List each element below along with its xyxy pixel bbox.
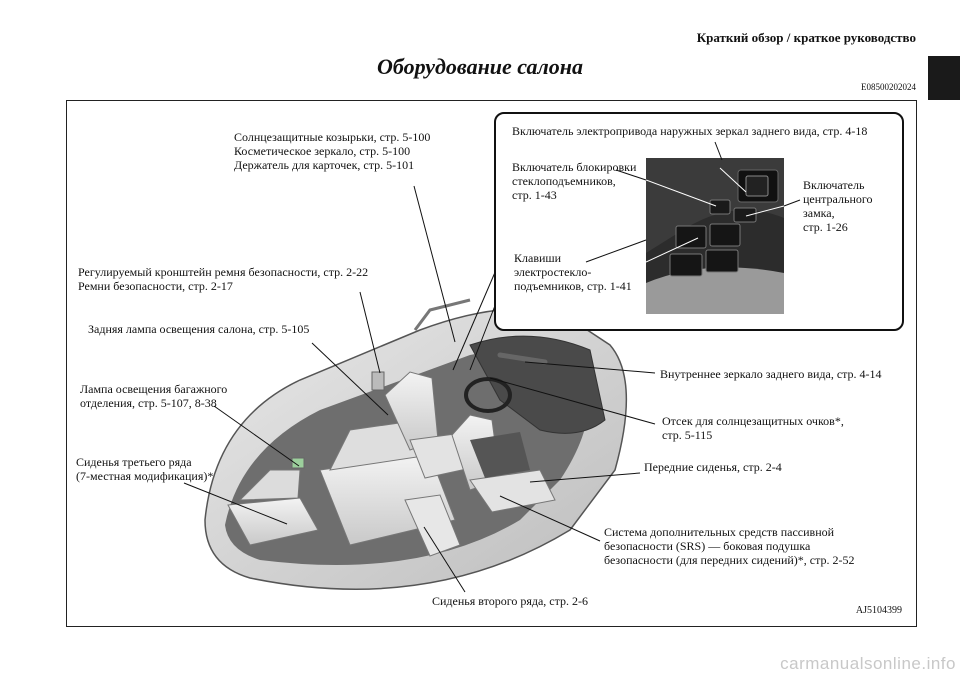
line: Лампа освещения багажного bbox=[80, 382, 228, 396]
line: Держатель для карточек, стр. 5-101 bbox=[234, 158, 415, 172]
label-inner-mirror: Внутреннее зеркало заднего вида, стр. 4-… bbox=[660, 367, 882, 381]
label-mirror-switch: Включатель электропривода наружных зерка… bbox=[512, 124, 868, 138]
label-window-keys: Клавиши электростекло- подъемников, стр.… bbox=[514, 251, 632, 293]
line: стеклоподъемников, bbox=[512, 174, 616, 188]
door-switch-photo bbox=[646, 158, 784, 314]
label-sun-visors: Солнцезащитные козырьки, стр. 5-100 Косм… bbox=[234, 130, 430, 172]
page-header-section: Краткий обзор / краткое руководство bbox=[696, 30, 916, 45]
line: Клавиши bbox=[514, 251, 562, 265]
label-glasses: Отсек для солнцезащитных очков*, стр. 5-… bbox=[662, 414, 844, 442]
label-second-row: Сиденья второго ряда, стр. 2-6 bbox=[432, 594, 589, 608]
line: стр. 1-43 bbox=[512, 188, 557, 202]
line: Отсек для солнцезащитных очков*, bbox=[662, 414, 844, 428]
line: Солнцезащитные козырьки, стр. 5-100 bbox=[234, 130, 431, 144]
label-belt-anchor: Регулируемый кронштейн ремня безопасност… bbox=[78, 265, 368, 293]
line: Регулируемый кронштейн ремня безопасност… bbox=[78, 265, 369, 279]
label-central-lock: Включатель центрального замка, стр. 1-26 bbox=[803, 178, 873, 234]
watermark: carmanualsonline.info bbox=[780, 654, 956, 673]
chapter-tab bbox=[928, 56, 960, 100]
document-code: E08500202024 bbox=[861, 82, 916, 92]
label-third-row: Сиденья третьего ряда (7-местная модифик… bbox=[76, 455, 213, 483]
line: Система дополнительных средств пассивной bbox=[604, 525, 835, 539]
line: Косметическое зеркало, стр. 5-100 bbox=[234, 144, 411, 158]
label-window-lock: Включатель блокировки стеклоподъемников,… bbox=[512, 160, 636, 202]
line: Ремни безопасности, стр. 2-17 bbox=[78, 279, 233, 293]
line: отделения, стр. 5-107, 8-38 bbox=[80, 396, 217, 410]
line: Включатель блокировки bbox=[512, 160, 637, 174]
line: безопасности (для передних сидений)*, ст… bbox=[604, 553, 855, 567]
line: стр. 5-115 bbox=[662, 428, 713, 442]
figure-frame bbox=[66, 100, 917, 627]
figure-code: AJ5104399 bbox=[855, 605, 902, 616]
line: центрального bbox=[803, 192, 873, 206]
line: Сиденья третьего ряда bbox=[76, 455, 192, 469]
line: подъемников, стр. 1-41 bbox=[514, 279, 632, 293]
line: электростекло- bbox=[514, 265, 592, 279]
label-srs: Система дополнительных средств пассивной… bbox=[604, 525, 855, 567]
line: Включатель bbox=[803, 178, 865, 192]
line: замка, bbox=[803, 206, 835, 220]
label-front-seats: Передние сиденья, стр. 2-4 bbox=[644, 460, 782, 474]
page-title: Оборудование салона bbox=[377, 54, 583, 79]
line: (7-местная модификация)* bbox=[76, 469, 214, 483]
label-cargo-lamp: Лампа освещения багажного отделения, стр… bbox=[80, 382, 227, 410]
line: стр. 1-26 bbox=[803, 220, 848, 234]
line: безопасности (SRS) — боковая подушка bbox=[604, 539, 811, 553]
label-rear-lamp: Задняя лампа освещения салона, стр. 5-10… bbox=[88, 322, 310, 336]
